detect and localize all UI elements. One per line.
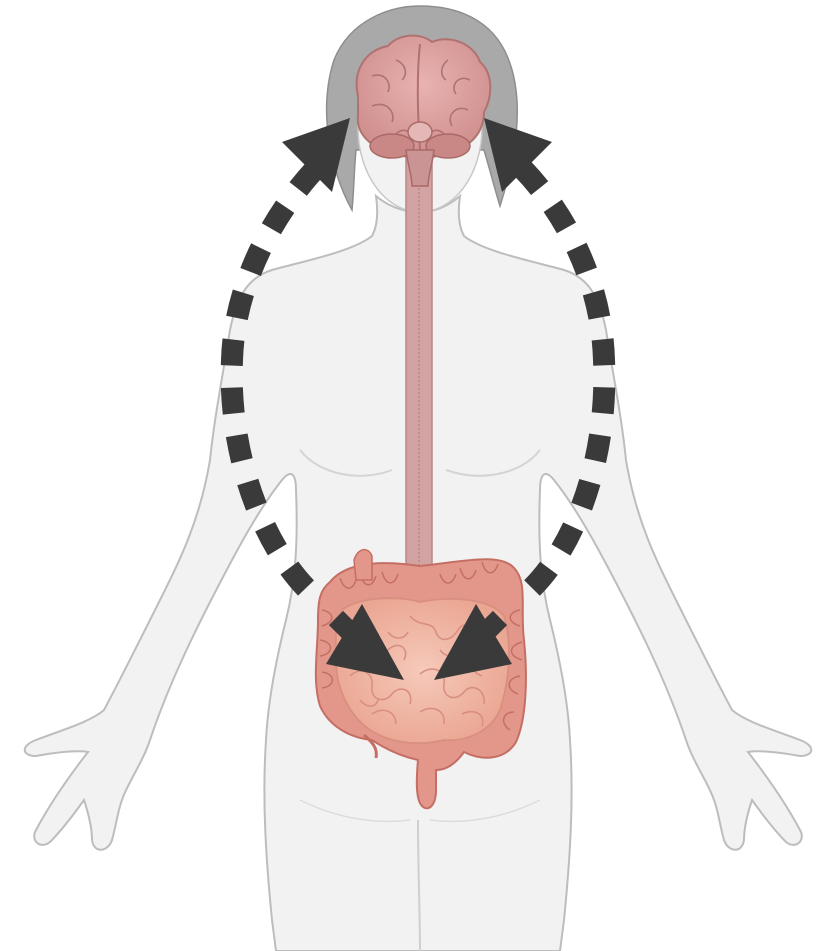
appendix: [354, 550, 372, 580]
spinal-cord: [406, 150, 432, 590]
